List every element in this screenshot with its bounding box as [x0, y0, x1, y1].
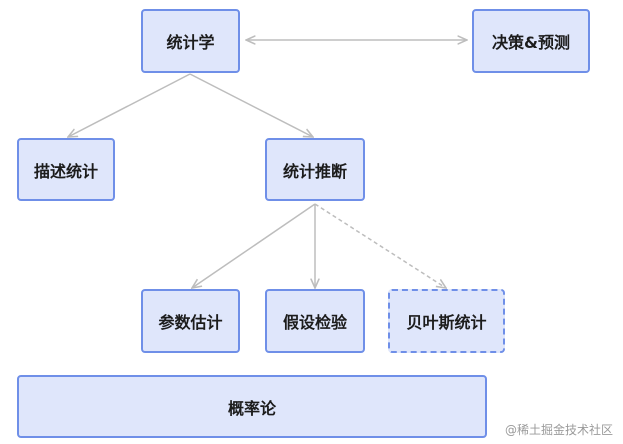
edge-inferential-estimation	[192, 203, 316, 288]
node-descriptive-statistics: 描述统计	[17, 138, 115, 201]
node-probability-theory: 概率论	[17, 375, 487, 438]
edge-statistics-descriptive	[68, 73, 191, 137]
node-hypothesis-testing: 假设检验	[265, 289, 365, 353]
node-statistics: 统计学	[141, 9, 240, 73]
edge-statistics-inferential	[189, 73, 313, 137]
node-decision-prediction: 决策&预测	[472, 9, 590, 73]
edge-inferential-bayesian	[314, 203, 446, 288]
node-bayesian-statistics: 贝叶斯统计	[388, 289, 505, 353]
node-parameter-estimation: 参数估计	[141, 289, 240, 353]
watermark-text: @稀土掘金技术社区	[504, 423, 613, 437]
node-statistical-inference: 统计推断	[265, 138, 365, 201]
